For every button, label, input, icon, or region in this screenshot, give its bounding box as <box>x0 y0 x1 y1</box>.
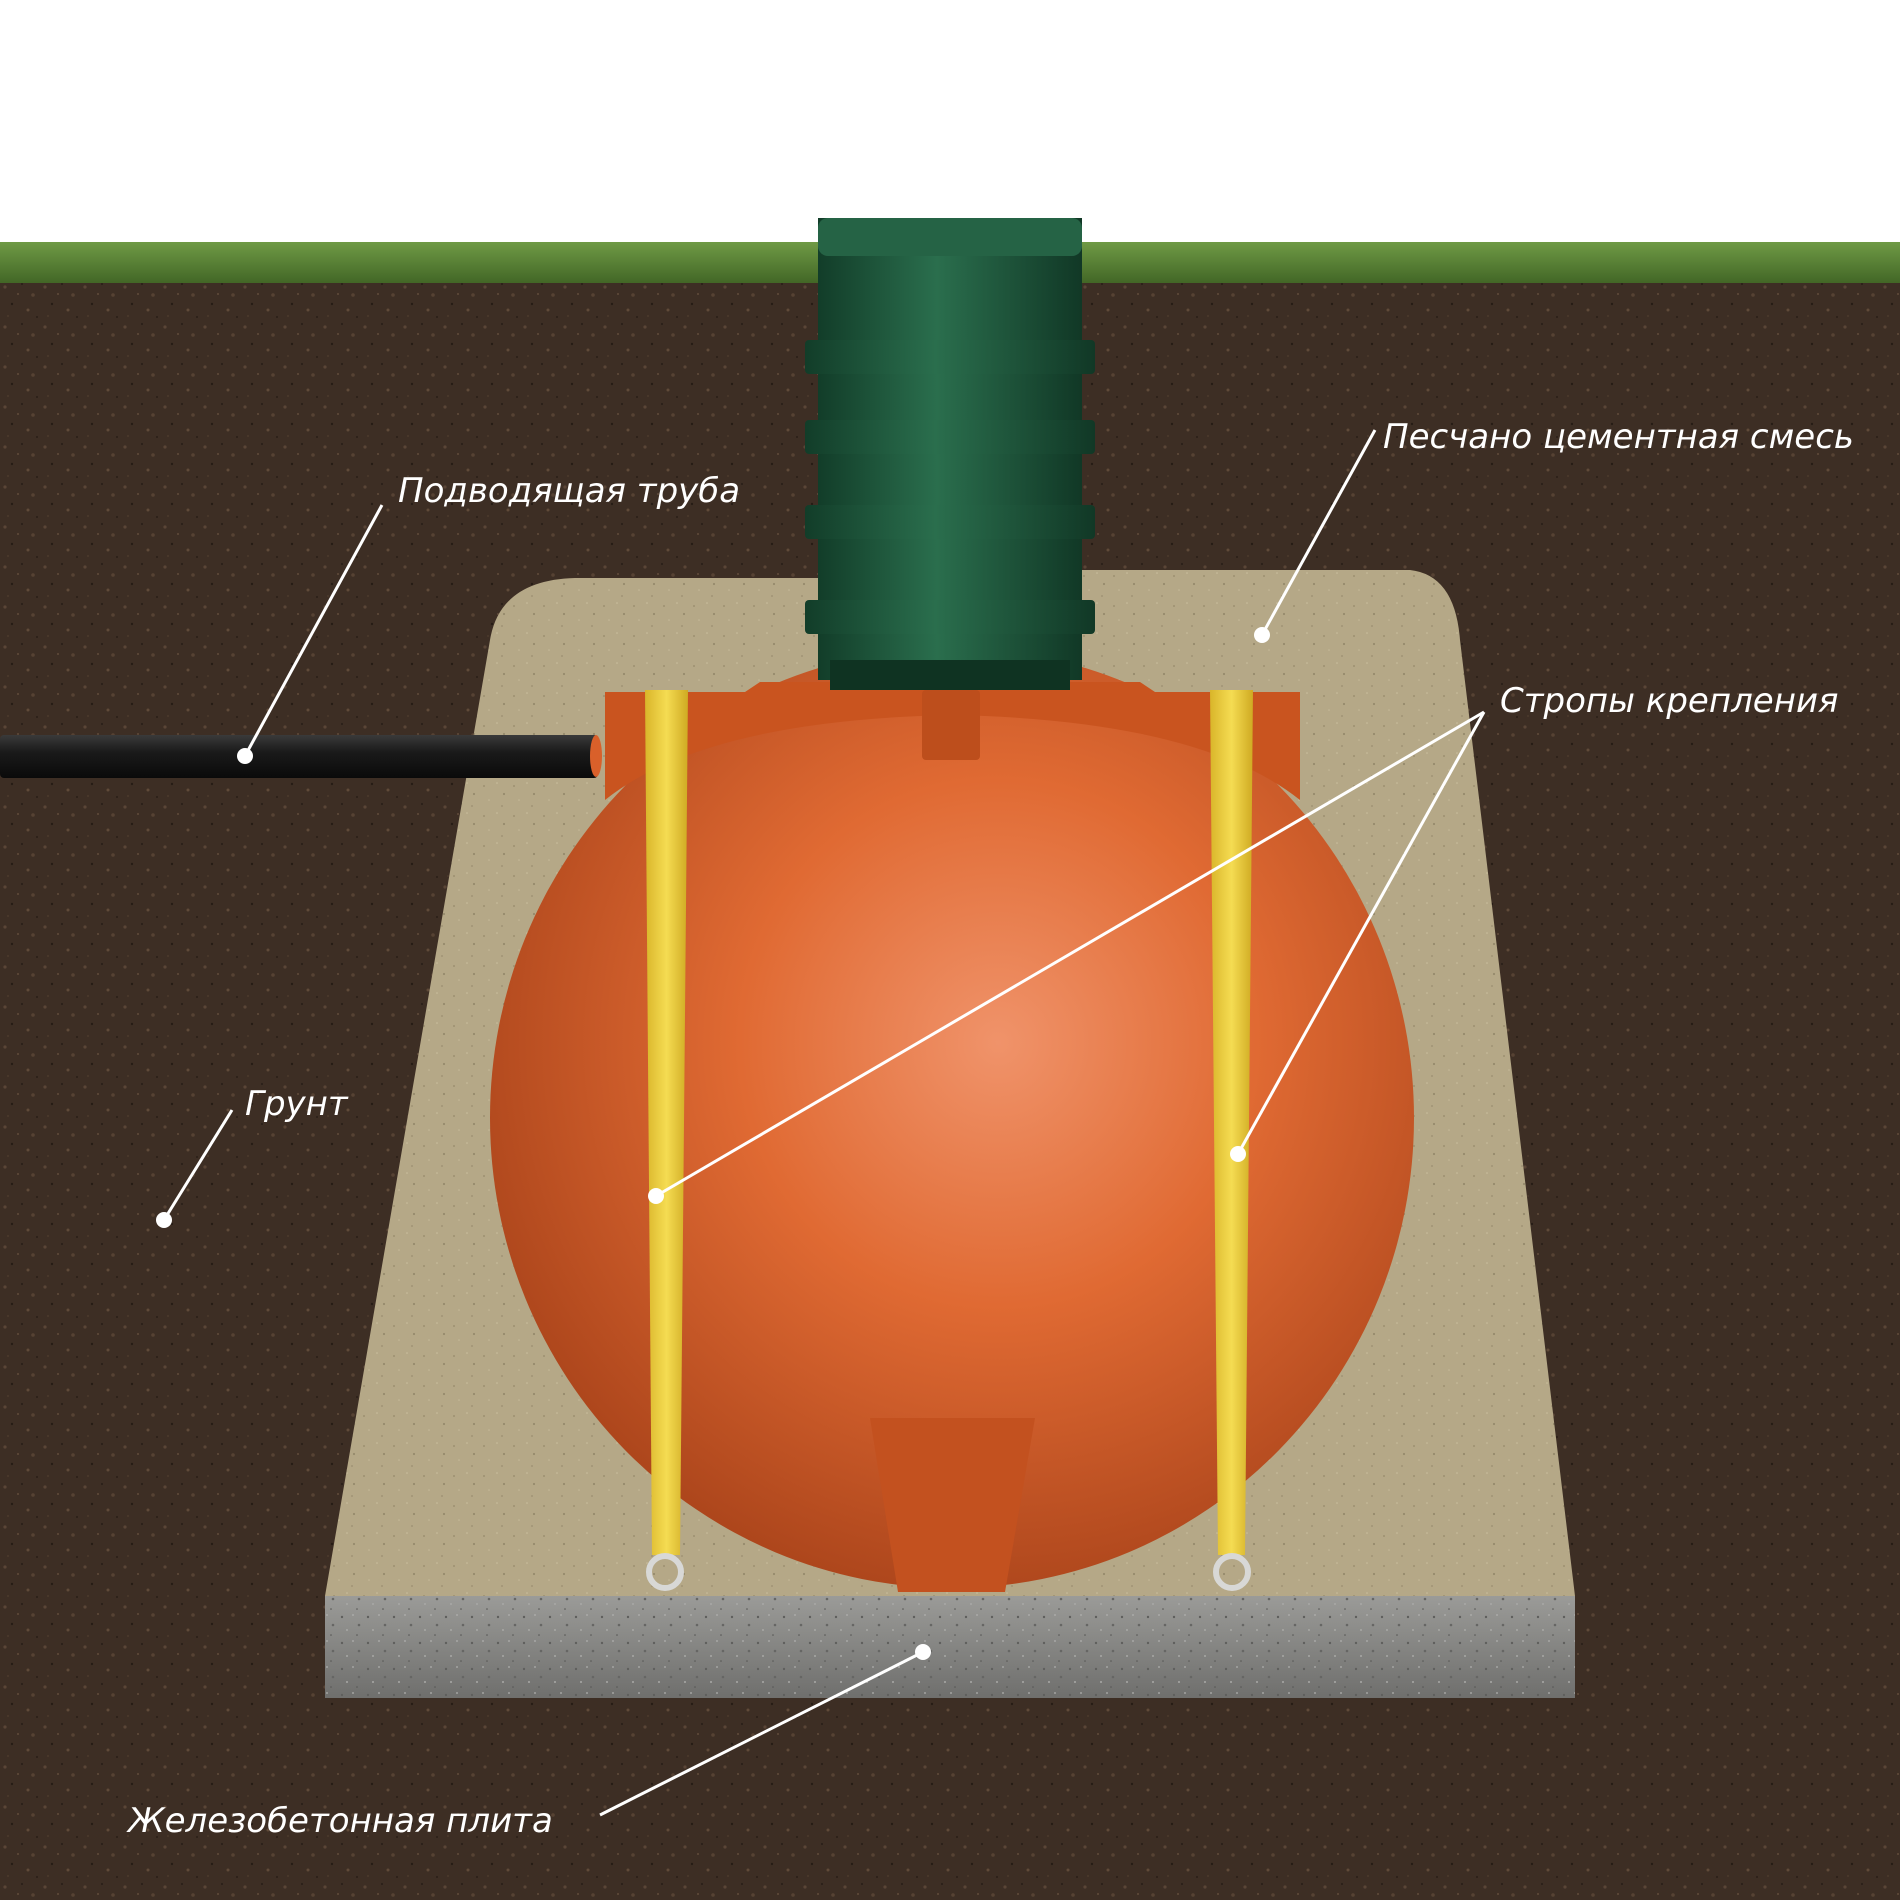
callout-sand-cement-mix: Песчано цементная смесь <box>1254 417 1854 643</box>
spherical-tank <box>490 648 1414 1592</box>
callout-inlet-pipe: Подводящая труба <box>237 471 740 764</box>
label-soil: Грунт <box>245 1084 349 1124</box>
callout-soil: Грунт <box>156 1084 349 1228</box>
inlet-pipe <box>0 735 598 778</box>
callout-mounting-straps: Стропы крепления <box>648 681 1839 1204</box>
tie-down-strap-right <box>1210 690 1253 1591</box>
inlet-pipe-end <box>590 735 602 777</box>
label-sand-cement-mix: Песчано цементная смесь <box>1383 417 1854 457</box>
tie-down-strap-left <box>645 690 688 1591</box>
callout-concrete-slab: Железобетонная плита <box>126 1644 931 1841</box>
label-inlet-pipe: Подводящая труба <box>398 471 740 511</box>
concrete-slab-texture <box>325 1596 1575 1698</box>
sky-background <box>0 0 1900 245</box>
label-concrete-slab: Железобетонная плита <box>126 1801 553 1841</box>
label-mounting-straps: Стропы крепления <box>1500 681 1839 721</box>
access-shaft <box>805 218 1095 690</box>
